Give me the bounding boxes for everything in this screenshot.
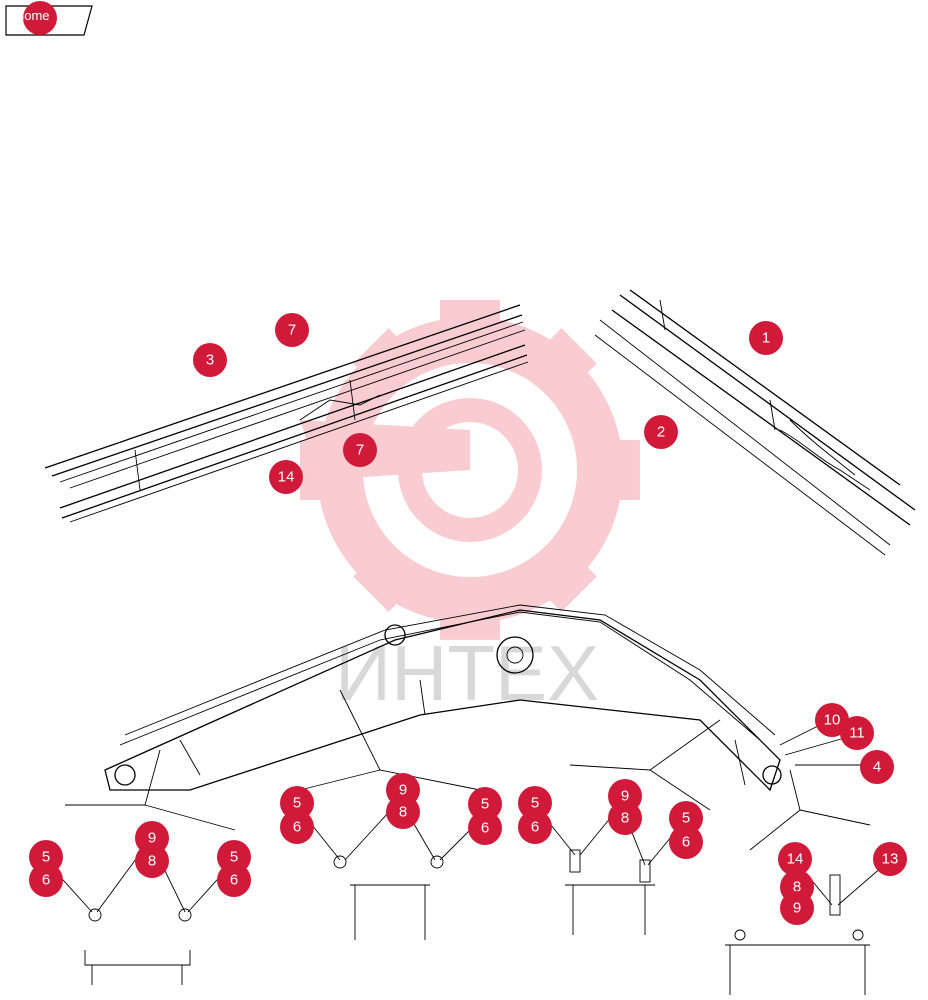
svg-text:13: 13 xyxy=(882,851,899,868)
svg-text:6: 6 xyxy=(293,819,301,836)
callout-d3-6-right[interactable]: 6 xyxy=(669,825,703,859)
svg-text:9: 9 xyxy=(399,782,407,799)
watermark-gear-icon xyxy=(300,300,640,640)
svg-text:1: 1 xyxy=(762,330,770,347)
watermark-text: ИНТЕХ xyxy=(335,629,599,717)
svg-text:8: 8 xyxy=(793,879,801,896)
svg-text:5: 5 xyxy=(42,849,50,866)
callout-2[interactable]: 2 xyxy=(644,415,678,449)
callout-d1-6-right[interactable]: 6 xyxy=(217,863,251,897)
svg-text:6: 6 xyxy=(42,872,50,889)
svg-text:9: 9 xyxy=(148,830,156,847)
svg-text:8: 8 xyxy=(621,810,629,827)
svg-text:7: 7 xyxy=(288,322,296,339)
detail-view-1 xyxy=(44,839,236,985)
boom-section-upper-right xyxy=(594,289,916,556)
callout-d1-8[interactable]: 8 xyxy=(135,844,169,878)
svg-text:6: 6 xyxy=(230,872,238,889)
callout-3[interactable]: 3 xyxy=(193,343,227,377)
callout-d4-9[interactable]: 9 xyxy=(780,891,814,925)
svg-text:5: 5 xyxy=(682,810,690,827)
svg-text:14: 14 xyxy=(787,851,804,868)
callout-7-bottom[interactable]: 7 xyxy=(343,433,377,467)
callout-d1-6-left[interactable]: 6 xyxy=(29,863,63,897)
svg-text:5: 5 xyxy=(293,795,301,812)
callout-d4-13[interactable]: 13 xyxy=(873,842,907,876)
svg-text:4: 4 xyxy=(873,759,881,776)
svg-text:5: 5 xyxy=(230,849,238,866)
callout-d4-14[interactable]: 14 xyxy=(778,842,812,876)
svg-text:10: 10 xyxy=(824,712,841,729)
svg-text:2: 2 xyxy=(657,424,665,441)
main-boom xyxy=(104,604,782,792)
svg-text:5: 5 xyxy=(531,795,539,812)
callout-11[interactable]: 11 xyxy=(840,716,874,750)
home-label: home xyxy=(17,8,50,23)
home-tab-shape xyxy=(5,1,93,36)
callout-1[interactable]: 1 xyxy=(749,321,783,355)
callout-d3-5-right[interactable]: 5 xyxy=(669,801,703,835)
callout-d3-6-left[interactable]: 6 xyxy=(518,810,552,844)
svg-text:8: 8 xyxy=(148,853,156,870)
callout-d2-6-right[interactable]: 6 xyxy=(468,811,502,845)
svg-text:11: 11 xyxy=(849,725,865,742)
callout-7-top[interactable]: 7 xyxy=(275,313,309,347)
callout-d2-8[interactable]: 8 xyxy=(386,795,420,829)
callout-10[interactable]: 10 xyxy=(815,703,849,737)
svg-text:9: 9 xyxy=(793,900,801,917)
svg-text:7: 7 xyxy=(356,442,364,459)
svg-text:8: 8 xyxy=(399,804,407,821)
callout-d3-8[interactable]: 8 xyxy=(608,801,642,835)
svg-text:6: 6 xyxy=(481,820,489,837)
svg-text:9: 9 xyxy=(621,788,629,805)
callout-d2-5-right[interactable]: 5 xyxy=(468,787,502,821)
home-button[interactable]: home xyxy=(0,0,100,40)
svg-text:14: 14 xyxy=(278,469,295,486)
callout-d2-6-left[interactable]: 6 xyxy=(280,810,314,844)
svg-text:3: 3 xyxy=(206,352,214,369)
svg-text:6: 6 xyxy=(682,834,690,851)
boom-section-upper-left xyxy=(44,304,529,523)
callout-d3-5-left[interactable]: 5 xyxy=(518,786,552,820)
callout-14-upper[interactable]: 14 xyxy=(269,460,303,494)
callout-4[interactable]: 4 xyxy=(860,750,894,784)
svg-text:6: 6 xyxy=(531,819,539,836)
svg-text:5: 5 xyxy=(481,796,489,813)
callout-d2-5-left[interactable]: 5 xyxy=(280,786,314,820)
